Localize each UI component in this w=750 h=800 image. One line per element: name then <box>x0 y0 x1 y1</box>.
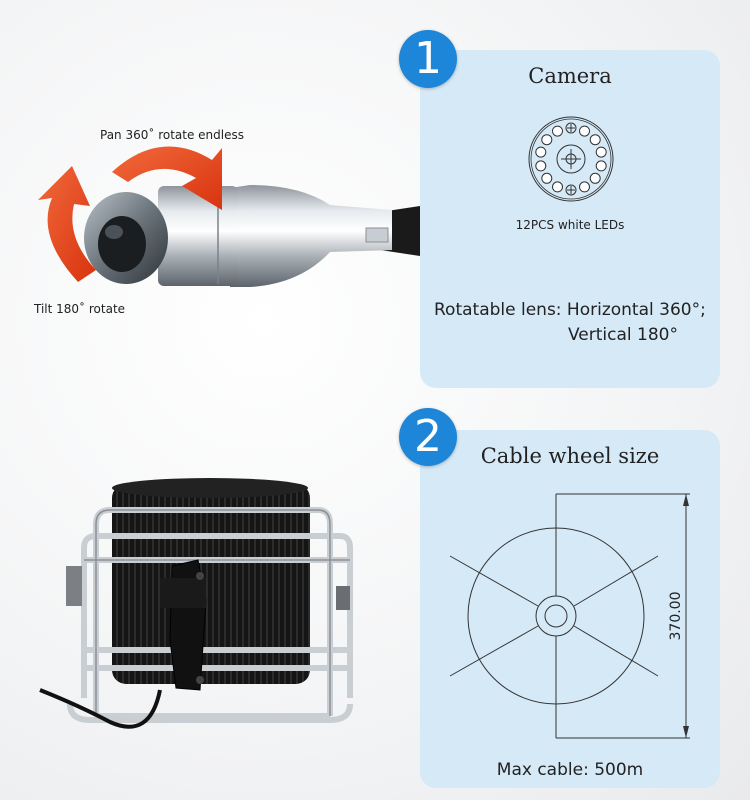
lens-line-2: Vertical 180° <box>568 325 678 345</box>
pan-label: Pan 360˚ rotate endless <box>100 128 244 142</box>
led-dot <box>579 181 590 193</box>
led-dot <box>579 125 590 137</box>
led-dot <box>552 125 563 137</box>
camera-title: Camera <box>528 64 612 88</box>
led-dot <box>595 146 607 158</box>
camera-panel: Camera 12PCS white LEDs Rotatable lens: … <box>420 50 720 388</box>
led-dot <box>535 160 547 172</box>
led-dot <box>541 172 553 184</box>
led-dot <box>595 160 607 172</box>
cable-wheel-panel: Cable wheel size 370.00 Max cable: 500m <box>420 430 720 788</box>
step-badge-2: 2 <box>399 408 457 466</box>
led-dot <box>589 172 601 184</box>
led-dot <box>541 134 553 146</box>
dimension-label: 370.00 <box>668 592 684 641</box>
step-badge-1: 1 <box>399 30 457 88</box>
led-caption: 12PCS white LEDs <box>515 218 625 232</box>
camera-head-image <box>84 185 420 287</box>
cable-reel-image <box>39 478 353 729</box>
max-cable-label: Max cable: 500m <box>496 760 644 780</box>
led-dot <box>589 134 601 146</box>
wheel-size-diagram: 370.00 <box>449 493 690 739</box>
led-ring-diagram <box>528 116 614 202</box>
lens-description: Rotatable lens: Horizontal 360°; Vertica… <box>434 298 706 348</box>
tilt-arrow-icon <box>38 166 96 282</box>
led-dot <box>552 181 563 193</box>
led-dot <box>535 146 547 158</box>
tilt-label: Tilt 180˚ rotate <box>34 302 126 316</box>
pan-arrow-icon <box>112 146 222 210</box>
cable-wheel-title: Cable wheel size <box>480 444 660 468</box>
lens-line-1: Rotatable lens: Horizontal 360°; <box>434 300 706 320</box>
